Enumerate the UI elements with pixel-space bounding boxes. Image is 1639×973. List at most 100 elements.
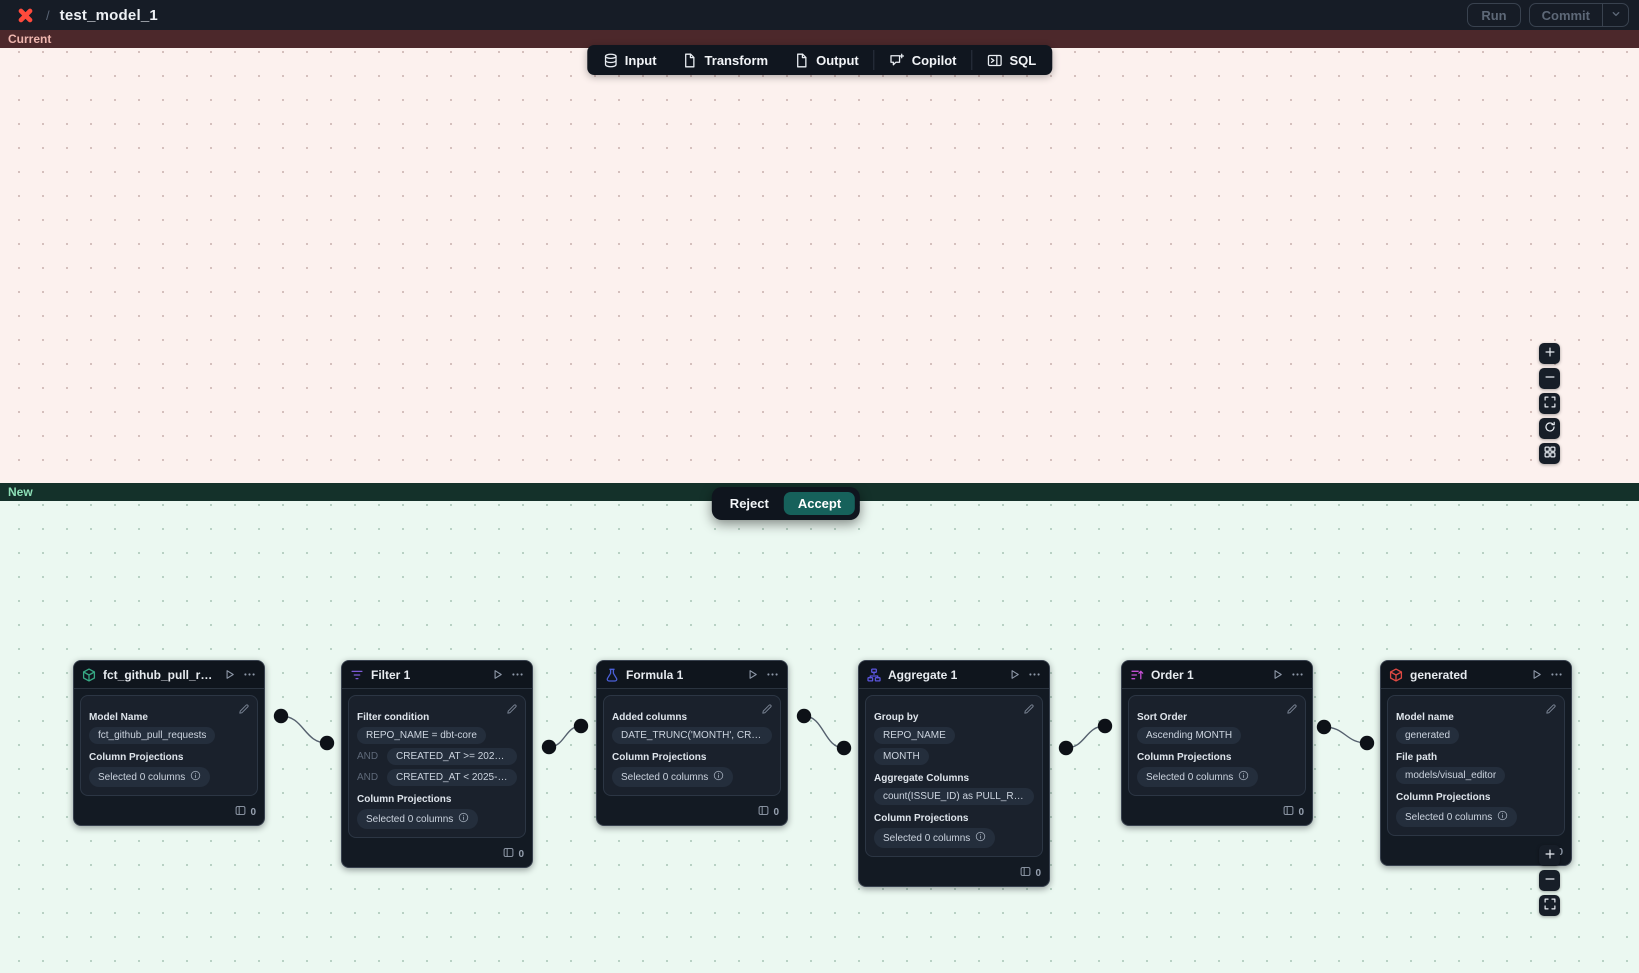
field-value-pill[interactable]: REPO_NAME bbox=[874, 727, 955, 744]
node-menu-button[interactable] bbox=[766, 668, 779, 681]
edit-node-button[interactable] bbox=[506, 703, 518, 718]
field-value-pill[interactable]: Selected 0 columns bbox=[874, 828, 996, 848]
edit-node-button[interactable] bbox=[761, 703, 773, 718]
node-menu-button[interactable] bbox=[1028, 668, 1041, 681]
run-node-button[interactable] bbox=[1271, 668, 1284, 681]
run-button[interactable]: Run bbox=[1467, 3, 1521, 27]
field-value-pill[interactable]: DATE_TRUNC('MONTH', CREATED_AT… bbox=[612, 727, 772, 744]
field-value-pill[interactable]: Selected 0 columns bbox=[612, 767, 734, 787]
run-node-button[interactable] bbox=[746, 668, 759, 681]
edit-node-button[interactable] bbox=[1545, 703, 1557, 718]
commit-split-button: Commit bbox=[1528, 3, 1629, 27]
field-value-text: Selected 0 columns bbox=[621, 771, 709, 783]
field-value-text: Selected 0 columns bbox=[98, 771, 186, 783]
commit-dropdown-button[interactable] bbox=[1602, 4, 1628, 26]
field-value-text: Selected 0 columns bbox=[883, 832, 971, 844]
field-value-pill[interactable]: models/visual_editor bbox=[1396, 767, 1506, 784]
field-value-pill[interactable]: REPO_NAME = dbt-core bbox=[357, 727, 486, 744]
field-value-pill[interactable]: CREATED_AT < 2025-03-01 bbox=[387, 769, 517, 786]
columns-icon bbox=[503, 847, 514, 861]
run-node-button[interactable] bbox=[491, 668, 504, 681]
edge-port[interactable] bbox=[796, 708, 812, 724]
toolbar-item-label: Transform bbox=[704, 52, 769, 68]
node-footer: 0 bbox=[597, 802, 787, 825]
node-menu-button[interactable] bbox=[1550, 668, 1563, 681]
edge-port[interactable] bbox=[541, 739, 557, 755]
ellipsis-icon bbox=[243, 668, 256, 681]
field-value-pill[interactable]: Selected 0 columns bbox=[1396, 807, 1518, 827]
model-title: test_model_1 bbox=[59, 6, 158, 24]
field-value-pill[interactable]: MONTH bbox=[874, 748, 929, 765]
zoom-in-button[interactable] bbox=[1539, 343, 1560, 364]
row-count-badge: 0 bbox=[518, 848, 524, 860]
field-value-pill[interactable]: Selected 0 columns bbox=[89, 767, 211, 787]
edge-port[interactable] bbox=[836, 740, 852, 756]
zoom-in-button[interactable] bbox=[1539, 845, 1560, 866]
edge-port[interactable] bbox=[1316, 719, 1332, 735]
columns-icon bbox=[235, 805, 246, 819]
edge-port[interactable] bbox=[573, 718, 589, 734]
field-value-pill[interactable]: CREATED_AT >= 2024-12-01 bbox=[387, 748, 517, 765]
edge-port[interactable] bbox=[1359, 735, 1375, 751]
current-canvas[interactable] bbox=[0, 30, 1639, 483]
fit-view-button[interactable] bbox=[1539, 393, 1560, 414]
fit-view-button[interactable] bbox=[1539, 895, 1560, 916]
document-icon bbox=[794, 53, 809, 68]
row-count-badge: 0 bbox=[1035, 867, 1041, 879]
run-node-button[interactable] bbox=[1530, 668, 1543, 681]
node-menu-button[interactable] bbox=[243, 668, 256, 681]
aggregate-sitemap-icon bbox=[867, 667, 881, 682]
node-footer: 0 bbox=[859, 863, 1049, 886]
field-value-pill[interactable]: Ascending MONTH bbox=[1137, 727, 1242, 744]
node-menu-button[interactable] bbox=[511, 668, 524, 681]
dbt-logo-icon[interactable] bbox=[15, 5, 36, 26]
edge-port[interactable] bbox=[319, 735, 335, 751]
node-title: generated bbox=[1410, 667, 1468, 682]
commit-button[interactable]: Commit bbox=[1530, 4, 1602, 26]
field-value-pill[interactable]: generated bbox=[1396, 727, 1460, 744]
edge-port[interactable] bbox=[273, 708, 289, 724]
node-header: Order 1 bbox=[1122, 661, 1312, 689]
grid-button[interactable] bbox=[1539, 443, 1560, 464]
edge-port[interactable] bbox=[1097, 718, 1113, 734]
toolbar-item-copilot[interactable]: Copilot bbox=[877, 45, 970, 75]
reject-button[interactable]: Reject bbox=[717, 492, 782, 515]
field-value-pill[interactable]: Selected 0 columns bbox=[357, 809, 479, 829]
document-icon bbox=[683, 53, 698, 68]
toolbar-item-sql[interactable]: SQL bbox=[974, 45, 1049, 75]
node-layer: fct_github_pull_requestsModel Namefct_gi… bbox=[0, 483, 1639, 973]
field-value-pill[interactable]: Selected 0 columns bbox=[1137, 767, 1259, 787]
edit-node-button[interactable] bbox=[1023, 703, 1035, 718]
field-value-pill[interactable]: count(ISSUE_ID) as PULL_REQUEST_… bbox=[874, 788, 1034, 805]
field-value-pill[interactable]: fct_github_pull_requests bbox=[89, 727, 216, 744]
run-node-button[interactable] bbox=[223, 668, 236, 681]
refresh-button[interactable] bbox=[1539, 418, 1560, 439]
accept-button[interactable]: Accept bbox=[783, 492, 856, 515]
toolbar-divider bbox=[873, 50, 875, 70]
node-fct-github-pull-requests[interactable]: fct_github_pull_requestsModel Namefct_gi… bbox=[73, 660, 265, 826]
edit-node-button[interactable] bbox=[1286, 703, 1298, 718]
run-node-button[interactable] bbox=[1008, 668, 1021, 681]
edge-port[interactable] bbox=[1058, 740, 1074, 756]
current-flow-controls bbox=[1539, 343, 1560, 464]
edit-node-button[interactable] bbox=[238, 703, 250, 718]
zoom-out-button[interactable] bbox=[1539, 368, 1560, 389]
toolbar-item-input[interactable]: Input bbox=[590, 45, 670, 75]
new-canvas[interactable] bbox=[0, 483, 1639, 973]
toolbar-item-transform[interactable]: Transform bbox=[670, 45, 782, 75]
field-label: Model name bbox=[1396, 712, 1454, 723]
field-value-row: count(ISSUE_ID) as PULL_REQUEST_… bbox=[874, 788, 1034, 805]
toolbar-item-output[interactable]: Output bbox=[781, 45, 872, 75]
node-menu-button[interactable] bbox=[1291, 668, 1304, 681]
zoom-out-button[interactable] bbox=[1539, 870, 1560, 891]
play-icon bbox=[491, 668, 504, 681]
ellipsis-icon bbox=[1028, 668, 1041, 681]
